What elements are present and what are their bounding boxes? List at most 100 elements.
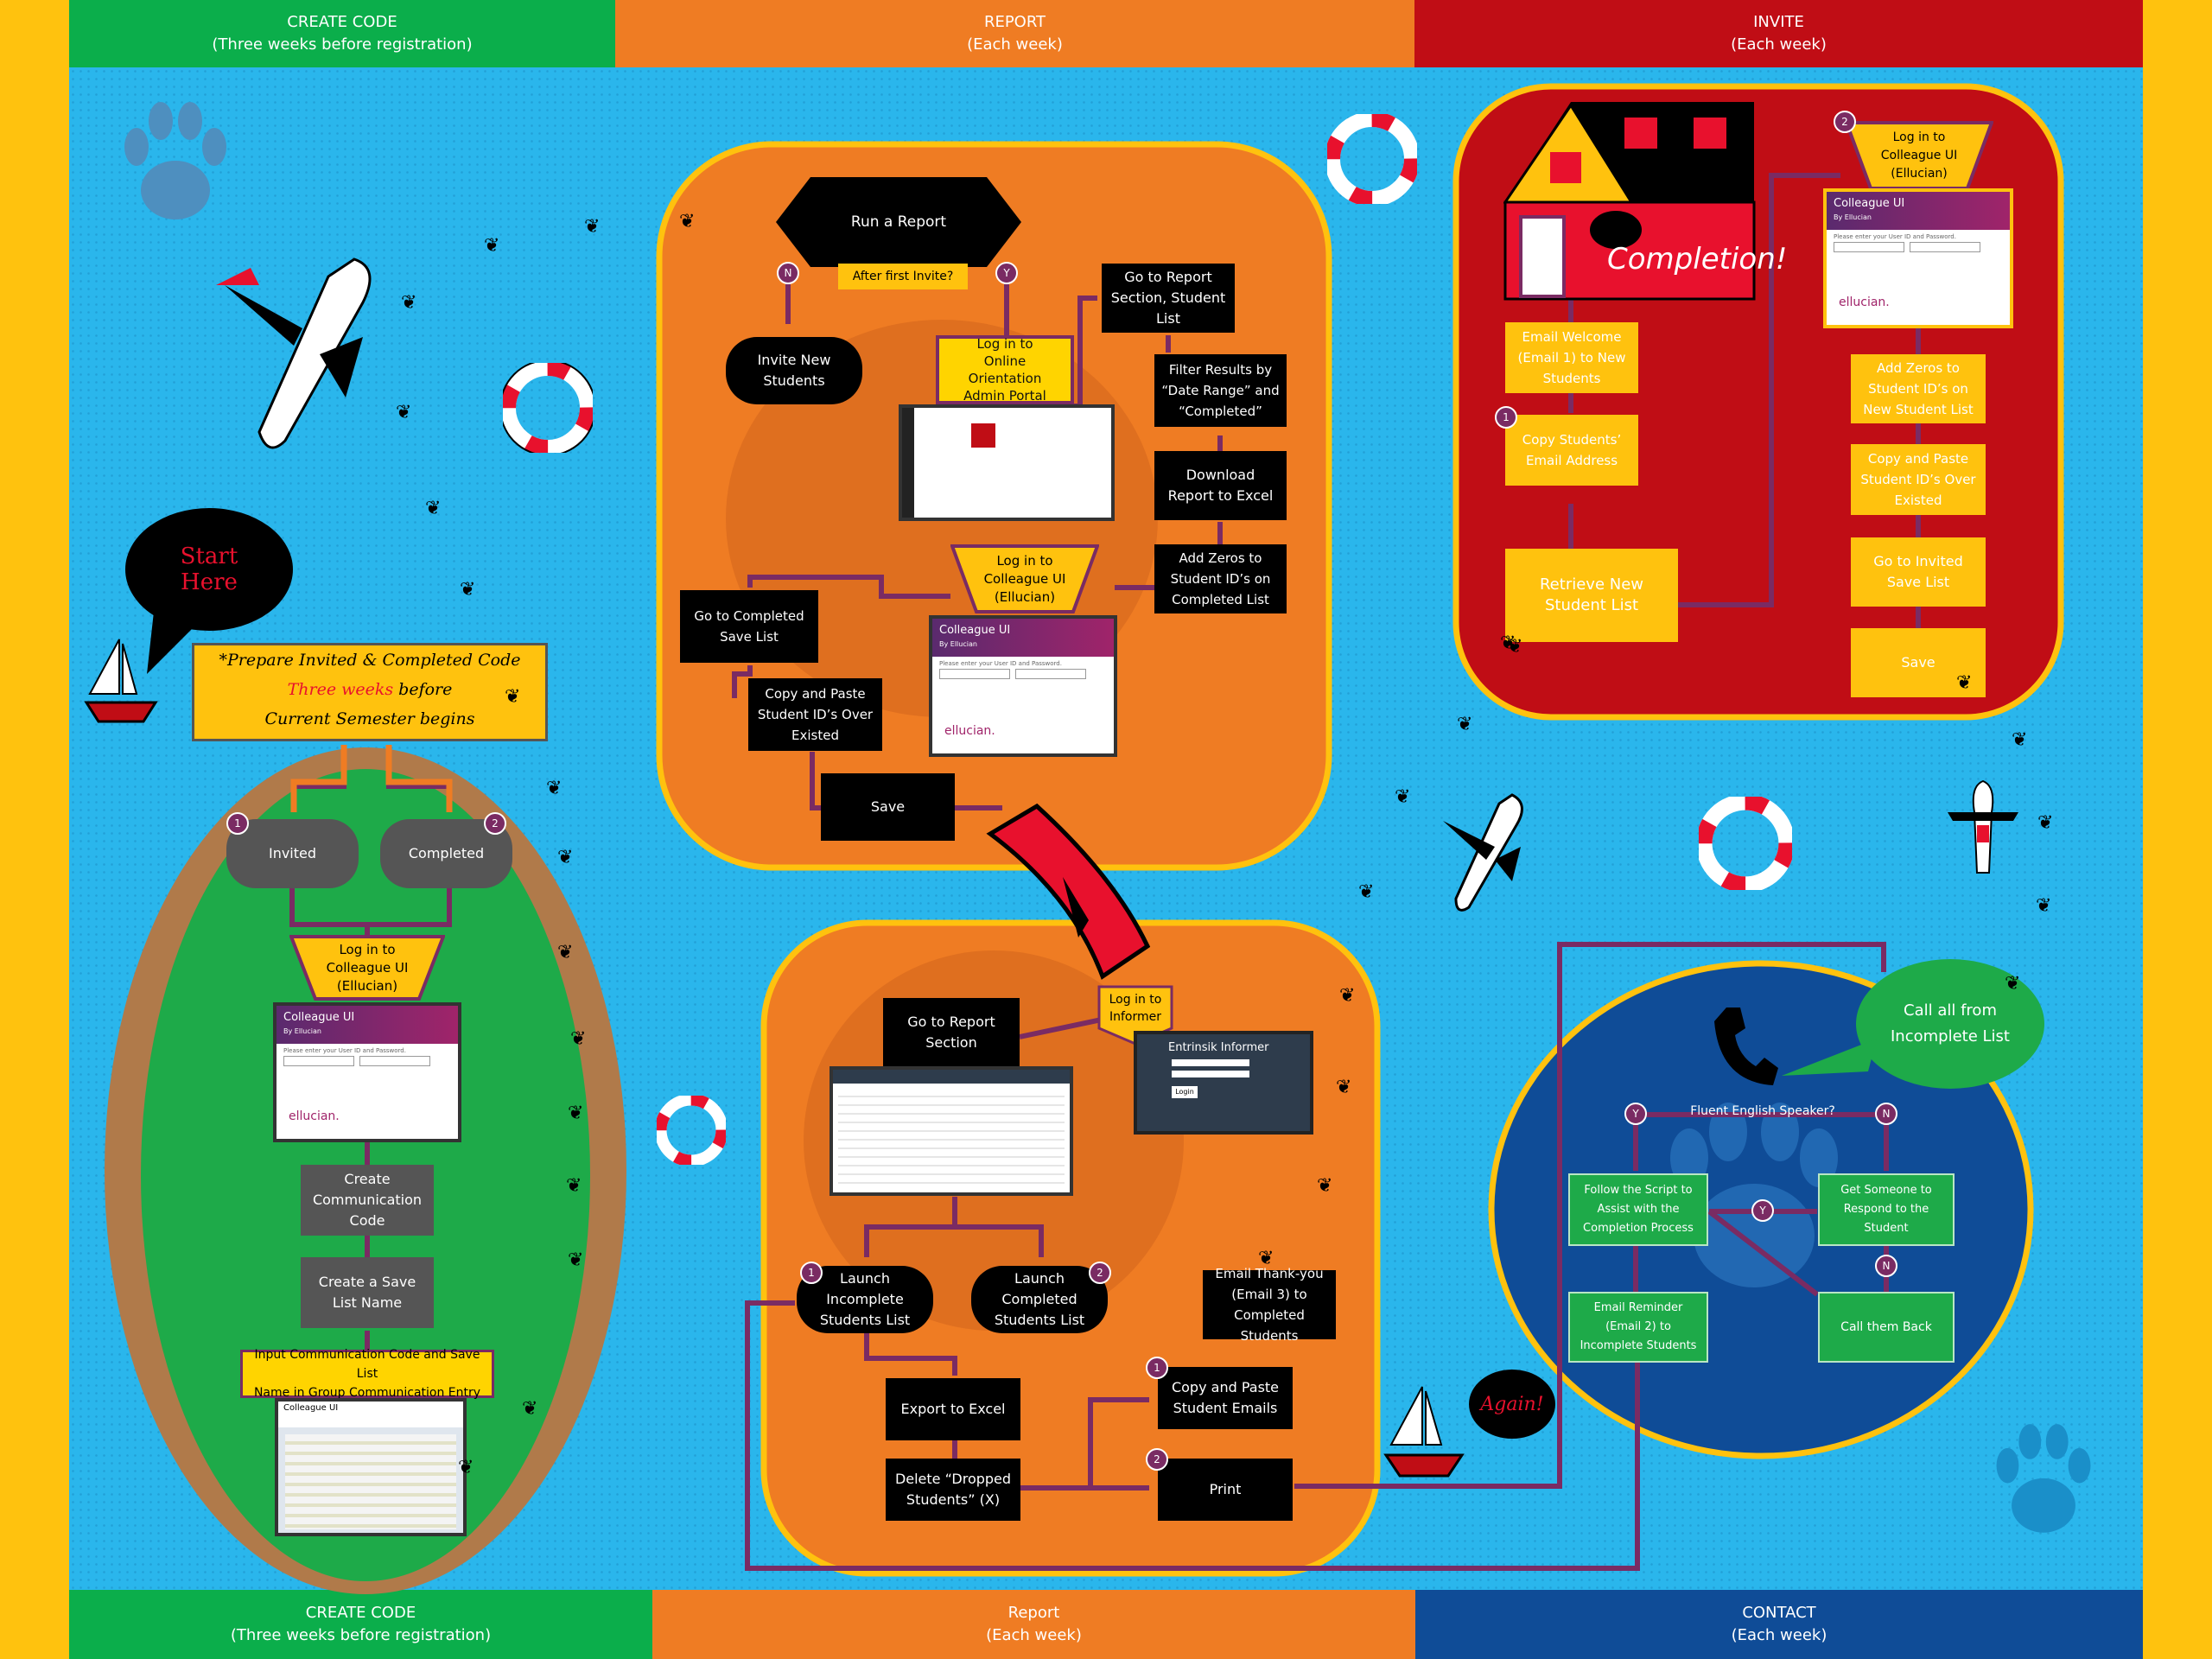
prepare-note: *Prepare Invited & Completed Code Three … xyxy=(192,643,548,741)
group-comm-header: Colleague UI xyxy=(278,1402,463,1427)
informer-line: Informer xyxy=(1109,1010,1161,1024)
sailboat-icon-2 xyxy=(1383,1386,1465,1478)
colleague-prompt: Please enter your User ID and Password. xyxy=(939,660,1062,667)
band-subtitle: (Three weeks before registration) xyxy=(230,1626,492,1644)
login-trapezoid-report xyxy=(950,544,1099,613)
copy-emails-badge: 1 xyxy=(1146,1357,1168,1379)
login-line: (Ellucian) xyxy=(336,977,398,994)
completed-label: Completed xyxy=(408,845,485,861)
login-line: (Ellucian) xyxy=(1891,166,1948,181)
band-title: INVITE xyxy=(1753,13,1804,31)
small-paw-icon: ❦ xyxy=(570,1028,587,1050)
colleague-subtitle: By Ellucian xyxy=(283,1027,321,1035)
informer-line: Log in to xyxy=(1109,993,1162,1007)
band-title: Report xyxy=(1007,1604,1060,1622)
call-back-node: Call them Back xyxy=(1818,1292,1955,1363)
small-paw-icon: ❦ xyxy=(2005,973,2021,995)
colleague-body: Please enter your User ID and Password. xyxy=(1827,230,2010,257)
create-comm-label: Create Communication Code xyxy=(312,1171,423,1229)
add-zeros-new-node: Add Zeros to Student ID’s on New Student… xyxy=(1851,354,1986,423)
band-subtitle: (Three weeks before registration) xyxy=(212,35,473,54)
user-id-field xyxy=(283,1056,354,1066)
save-report-node: Save xyxy=(821,773,955,841)
small-paw-icon: ❦ xyxy=(1339,985,1356,1007)
note-line3: Current Semester begins xyxy=(264,709,475,728)
launch-completed-node: Launch Completed Students List xyxy=(971,1266,1108,1333)
phone-icon xyxy=(1714,1007,1778,1085)
email-welcome-node: Email Welcome (Email 1) to New Students xyxy=(1505,322,1638,393)
band-bottom-contact: CONTACT (Each week) xyxy=(1415,1590,2143,1659)
band-subtitle: (Each week) xyxy=(1731,35,1827,54)
life-ring-icon-4 xyxy=(1699,797,1792,890)
again-label: Again! xyxy=(1480,1393,1544,1415)
paw-print-icon xyxy=(124,102,226,219)
informer-login-screenshot: Entrinsik Informer Login xyxy=(1134,1031,1313,1135)
copy-emails-node: Copy and Paste Student Emails xyxy=(1158,1367,1293,1429)
portal-line: Log in to xyxy=(976,336,1033,352)
colleague-title: Colleague UI xyxy=(1834,197,1905,210)
invited-node: Invited xyxy=(226,819,359,888)
add-zeros-completed-node: Add Zeros to Student ID’s on Completed L… xyxy=(1154,544,1287,613)
small-paw-icon: ❦ xyxy=(2012,729,2028,751)
launch-incomplete-badge: 1 xyxy=(800,1262,823,1284)
create-comm-code-node: Create Communication Code xyxy=(301,1165,434,1236)
get-someone-node: Get Someone to Respond to the Student xyxy=(1818,1173,1955,1246)
input-comm-node: Input Communication Code and Save List N… xyxy=(240,1348,494,1400)
copy-students-email-node: Copy Students’ Email Address xyxy=(1505,415,1638,486)
note-after: before xyxy=(393,680,453,699)
informer-title: Entrinsik Informer xyxy=(1168,1041,1269,1054)
portal-sidebar xyxy=(902,408,914,518)
small-paw-icon: ❦ xyxy=(460,579,476,601)
run-report-hexagon xyxy=(776,177,1021,267)
small-paw-icon: ❦ xyxy=(566,1175,582,1197)
small-paw-icon: ❦ xyxy=(2036,895,2052,917)
delete-dropped-node: Delete “Dropped Students” (X) xyxy=(886,1459,1020,1521)
informer-report-list xyxy=(838,1089,1065,1184)
small-paw-icon: ❦ xyxy=(557,847,574,868)
band-top-invite: INVITE (Each week) xyxy=(1414,0,2143,67)
small-paw-icon: ❦ xyxy=(522,1398,538,1420)
small-paw-icon: ❦ xyxy=(1395,786,1411,808)
small-paw-icon: ❦ xyxy=(1358,881,1375,903)
small-paw-icon: ❦ xyxy=(546,778,563,799)
band-top-report: REPORT (Each week) xyxy=(615,0,1414,67)
bubble-tail-icon xyxy=(147,596,207,674)
informer-field-2 xyxy=(1172,1071,1249,1077)
sailboat-icon xyxy=(84,639,158,723)
filter-results-node: Filter Results by “Date Range” and “Comp… xyxy=(1154,354,1287,427)
portal-line: Online Orientation xyxy=(968,353,1042,386)
colleague-header: Colleague UI By Ellucian xyxy=(932,619,1114,657)
colleague-subtitle: By Ellucian xyxy=(939,640,977,648)
login-line: (Ellucian) xyxy=(994,588,1056,605)
paw-print-icon-2 xyxy=(1996,1424,2091,1533)
input-line2: Name in Group Communication Entry xyxy=(253,1386,481,1400)
colleague-body: Please enter your User ID and Password. xyxy=(276,1044,458,1071)
login-line: Log in to xyxy=(1892,130,1946,144)
note-red: Three weeks xyxy=(287,680,394,699)
group-comm-screenshot: Colleague UI xyxy=(275,1398,467,1536)
export-excel-node: Export to Excel xyxy=(886,1378,1020,1440)
copy-email-badge: 1 xyxy=(1495,406,1517,429)
small-paw-icon: ❦ xyxy=(1956,672,1973,694)
colleague-title: Colleague UI xyxy=(939,624,1011,637)
small-paw-icon: ❦ xyxy=(401,292,417,314)
badge-y: Y xyxy=(995,262,1018,284)
user-id-field xyxy=(1834,242,1904,252)
note-line1: *Prepare Invited & Completed Code xyxy=(219,651,521,670)
contact-badge-y: Y xyxy=(1624,1103,1647,1125)
again-bubble: Again! xyxy=(1469,1370,1555,1439)
login-colleague-create: Log in to Colleague UI (Ellucian) xyxy=(289,935,445,1001)
contact-mid-badge-y: Y xyxy=(1751,1199,1774,1222)
create-save-label: Create a Save List Name xyxy=(318,1274,416,1311)
small-paw-icon: ❦ xyxy=(505,686,521,708)
launch-completed-badge: 2 xyxy=(1089,1262,1111,1284)
small-paw-icon: ❦ xyxy=(1457,714,1473,735)
note-line2: Three weeks before xyxy=(194,675,545,704)
life-ring-icon-3 xyxy=(657,1096,726,1165)
colleague-body: Please enter your User ID and Password. xyxy=(932,657,1114,684)
completed-badge: 2 xyxy=(484,812,506,835)
password-field xyxy=(1015,669,1086,679)
small-paw-icon: ❦ xyxy=(1263,1493,1280,1515)
